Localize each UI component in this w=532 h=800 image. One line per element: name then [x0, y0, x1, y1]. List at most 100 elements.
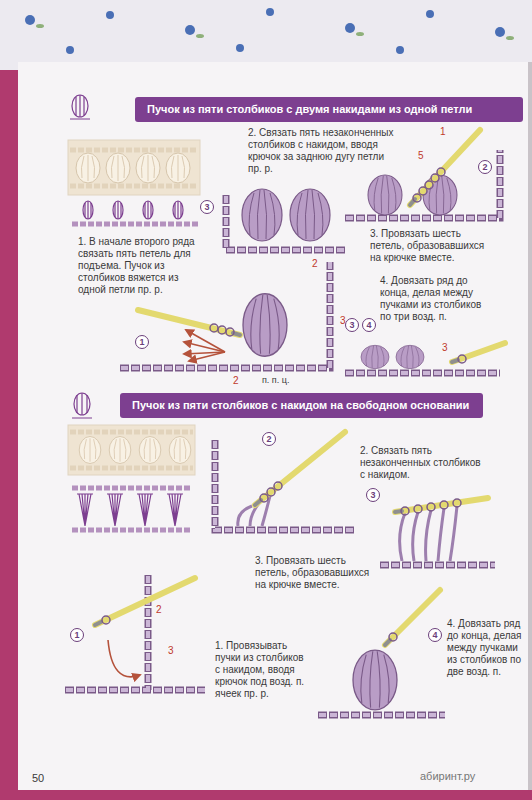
symbol-chart [173, 201, 183, 219]
symbol-chart [72, 488, 192, 530]
watermark-holder: абиринт.ру [420, 770, 475, 782]
sample-photo [136, 153, 160, 183]
crochet-illustration [65, 575, 205, 690]
crochet-illustration [267, 488, 275, 496]
crochet-illustration [353, 650, 397, 710]
step-number-circle: 4 [428, 628, 442, 642]
sample-photo [68, 425, 195, 475]
step-number-circle: 3 [200, 200, 214, 214]
section-header-band: Пучок из пяти столбиков с накидом на сво… [120, 393, 483, 418]
callout-number: 1 [440, 126, 446, 138]
step-instruction: 1. Провязывать пучки из столбиков с наки… [215, 640, 310, 700]
section-header-band: Пучок из пяти столбиков с двумя накидами… [135, 97, 523, 122]
symbol-chart [167, 494, 183, 526]
crochet-illustration [452, 360, 458, 362]
callout-number-holder: 2 [156, 604, 162, 616]
crochet-illustration [425, 181, 433, 189]
crochet-illustration [400, 506, 457, 561]
tablecloth [356, 32, 364, 36]
crochet-illustration [414, 505, 422, 513]
crochet-illustration [458, 355, 466, 363]
callout-number-holder: 3 [340, 315, 346, 327]
crochet-illustration [274, 482, 282, 490]
tablecloth [196, 34, 204, 38]
section-title: Пучок из пяти столбиков с накидом на сво… [132, 399, 469, 413]
section-title: Пучок из пяти столбиков с двумя накидами… [147, 103, 472, 117]
step-number-circle-holder: 4 [362, 318, 376, 332]
step-number-circle-holder: 2 [262, 432, 276, 446]
sample-photo [70, 150, 198, 186]
tablecloth [66, 46, 74, 54]
callout-number-holder: 2 [312, 258, 318, 270]
sample-photo [70, 432, 193, 468]
step-instruction-holder: 4. Довязать ряд до конца, делая между пу… [380, 275, 490, 323]
page-number-holder: 50 [32, 772, 44, 784]
callout-number: 2 [312, 258, 318, 270]
crochet-illustration [226, 189, 345, 250]
book-page [18, 62, 528, 790]
crochet-illustration [361, 345, 389, 368]
crochet-illustration [242, 189, 282, 241]
tablecloth [185, 25, 195, 35]
sample-photo [109, 437, 131, 464]
crochet-illustration [260, 494, 268, 502]
step-number-circle-holder: 4 [428, 628, 442, 642]
page-number: 50 [32, 772, 44, 784]
callout-number: 3 [442, 342, 448, 354]
crochet-illustration [318, 713, 445, 717]
crochet-illustration [108, 640, 140, 677]
step-number-circle-holder: 3 [345, 318, 359, 332]
tablecloth [0, 0, 532, 70]
callout-number: 3 [340, 315, 346, 327]
symbol-chart [77, 494, 93, 526]
step-number-circle-holder: 3 [366, 488, 380, 502]
step-instruction: 3. Провязать шесть петель, образовавшихс… [370, 228, 490, 264]
crochet-illustration [95, 578, 195, 625]
crochet-illustration [215, 440, 355, 530]
step-number-circle: 1 [70, 628, 84, 642]
tablecloth [25, 8, 505, 54]
crochet-illustration [368, 175, 402, 215]
step-number-circle-holder: 1 [135, 335, 149, 349]
step-instruction-holder: 4. Довязать ряд до конца, делая между пу… [447, 618, 525, 678]
step-instruction-holder: 3. Провязать шесть петель, образовавшихс… [255, 555, 373, 591]
callout-number: 3 [168, 645, 174, 657]
callout-number-holder: 5 [418, 150, 424, 162]
crochet-illustration [218, 326, 226, 334]
symbol-chart [143, 201, 153, 219]
sample-photo [68, 425, 195, 475]
crochet-illustration [453, 499, 461, 507]
callout-number-holder: 2 [233, 375, 239, 387]
step-instruction: 4. Довязать ряд до конца, делая между пу… [447, 618, 525, 678]
step-instruction-holder: 2. Связать пять незаконченных столбиков … [360, 445, 488, 481]
callout-number-holder: 3 [168, 645, 174, 657]
symbol-chart [137, 494, 153, 526]
callout-number-holder: 3 [442, 342, 448, 354]
crochet-illustration [318, 712, 445, 719]
step-number-circle-holder: 1 [70, 628, 84, 642]
crochet-illustration [215, 440, 355, 530]
step-number-circle: 2 [478, 160, 492, 174]
crochet-illustration [423, 175, 457, 215]
crochet-illustration [215, 432, 355, 530]
callout-number: 2 [156, 604, 162, 616]
section-icon [72, 393, 92, 418]
step-instruction: 2. Связать пять незаконченных столбиков … [360, 445, 488, 481]
step-instruction-holder: 2. Связать пять незаконченных столбиков … [248, 127, 398, 175]
tablecloth [426, 10, 434, 18]
crochet-illustration [318, 590, 445, 715]
crochet-illustration [255, 432, 345, 505]
crochet-illustration [345, 370, 500, 377]
sample-photo [76, 153, 100, 183]
crochet-illustration [65, 575, 205, 690]
symbol-chart [72, 222, 198, 227]
crochet-illustration [380, 562, 495, 569]
step-number-circle: 2 [262, 432, 276, 446]
step-instruction: 1. В начале второго ряда связать пять пе… [78, 236, 208, 296]
tablecloth [506, 36, 514, 40]
step-number-circle: 1 [135, 335, 149, 349]
section-icon [72, 393, 92, 418]
symbol-chart [72, 488, 192, 530]
crochet-illustration [186, 330, 225, 352]
